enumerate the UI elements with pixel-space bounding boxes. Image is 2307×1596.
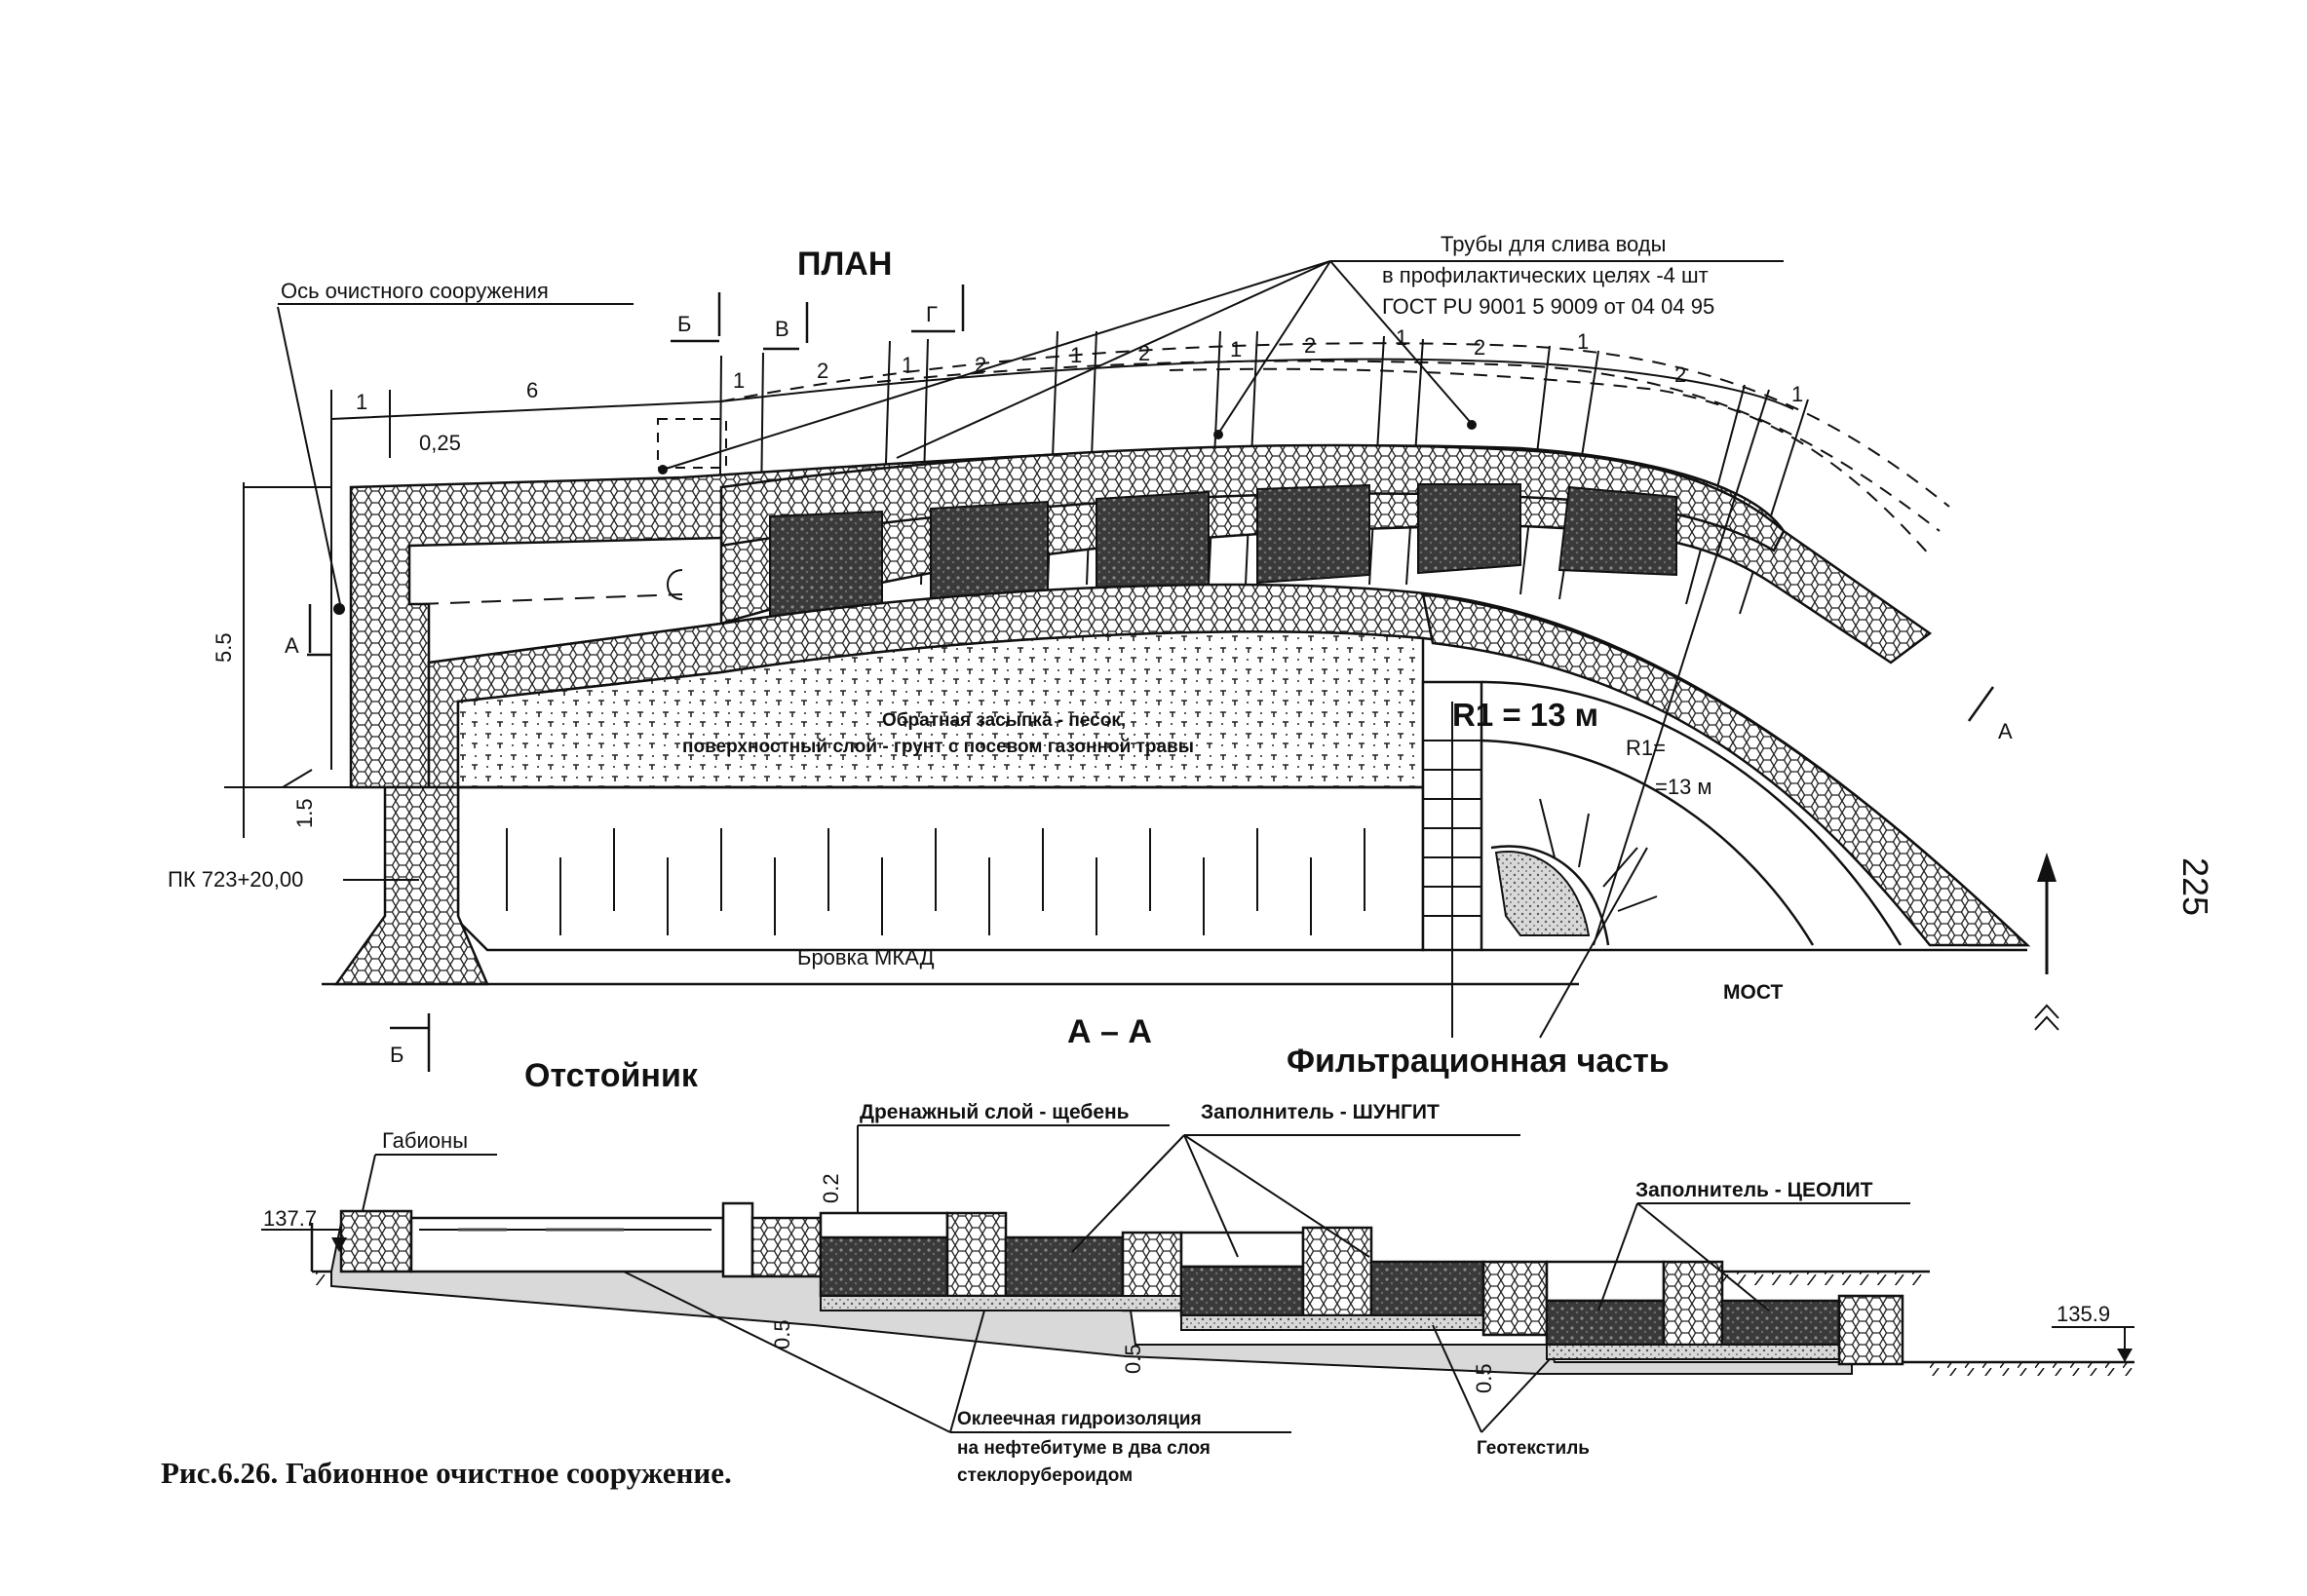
brovka-label: Бровка МКАД (797, 945, 935, 969)
backfill-note-line-1: Обратная засыпка - песок, (882, 710, 1126, 731)
radius-1-label: R1 = 13 м (1452, 697, 1598, 733)
pipes-note-line-3: ГОСТ РU 9001 5 9009 от 04 04 95 (1382, 294, 1714, 319)
section-title: А – А (1067, 1013, 1152, 1050)
dim-5-5: 5.5 (211, 632, 236, 663)
dim-top: 2 (1138, 341, 1150, 365)
level-right: 135.9 (2057, 1302, 2110, 1326)
plan-view: ПЛАН Ось очистного сооружения Трубы для … (168, 232, 2215, 1094)
pk-label: ПК 723+20,00 (168, 867, 303, 892)
gabions-label: Габионы (382, 1128, 468, 1153)
dim-top: 1 (1396, 325, 1407, 350)
dim-top: 2 (1474, 335, 1485, 360)
level-left: 137.7 (263, 1206, 317, 1231)
settler-label: Отстойник (524, 1057, 699, 1094)
backfill-note-line-2: поверхностный слой - грунт с посевом газ… (682, 737, 1194, 757)
zeolite-label: Заполнитель - ЦЕОЛИТ (1635, 1179, 1873, 1201)
waterproof-line-1: Оклеечная гидроизоляция (957, 1409, 1202, 1429)
dim-0-5-c: 0.5 (1472, 1363, 1496, 1393)
drainage-label: Дренажный слой - щебень (860, 1101, 1130, 1123)
figure-caption: Рис.6.26. Габионное очистное сооружение. (161, 1456, 732, 1490)
shungite-label: Заполнитель - ШУНГИТ (1201, 1101, 1440, 1123)
dim-top: 2 (1304, 333, 1316, 358)
dim-top: 1 (356, 390, 367, 414)
dim-0-2: 0.2 (819, 1173, 843, 1203)
section-mark-b-bottom: Б (390, 1043, 404, 1067)
top-dimensions: 1 6 1 2 1 2 1 2 1 2 1 2 1 2 1 (356, 325, 1803, 414)
dim-top: 6 (526, 378, 538, 402)
axis-label: Ось очистного сооружения (281, 279, 549, 303)
dim-top: 1 (1070, 343, 1082, 367)
dim-0-5-a: 0.5 (770, 1319, 794, 1349)
dim-top: 1 (1577, 329, 1589, 354)
waterproof-line-2: на нефтебитуме в два слоя (957, 1438, 1211, 1459)
backfill-area (456, 630, 1425, 789)
dim-top: 2 (817, 359, 828, 383)
filter-cells (769, 483, 1677, 626)
page-number: 225 (2175, 857, 2215, 916)
dim-top: 1 (733, 368, 745, 393)
section-mark-a-left: А (285, 633, 299, 658)
plan-title: ПЛАН (797, 246, 892, 283)
geotextile-label: Геотекстиль (1477, 1438, 1590, 1459)
radius-2-label-b: =13 м (1655, 775, 1712, 799)
section-mark-a-right: А (1998, 719, 2013, 743)
filter-part-label: Фильтрационная часть (1287, 1043, 1670, 1080)
section-mark-g: Г (926, 302, 938, 326)
dim-top: 2 (975, 353, 986, 377)
dim-0-5-b: 0.5 (1121, 1344, 1145, 1374)
dim-top: 1 (902, 353, 913, 377)
waterproof-line-3: стеклорубероидом (957, 1465, 1133, 1486)
dim-top: 1 (1791, 382, 1803, 406)
dim-0-25: 0,25 (419, 431, 461, 455)
section-mark-b: Б (677, 312, 691, 336)
bridge-label: МОСТ (1723, 981, 1783, 1004)
pipes-note-line-1: Трубы для слива воды (1441, 232, 1666, 256)
section-mark-v: В (775, 317, 789, 341)
road-ticks (506, 828, 1365, 935)
pipes-note-line-2: в профилактических целях -4 шт (1382, 263, 1709, 287)
dim-top: 1 (1230, 337, 1242, 361)
radius-2-label-a: R1= (1626, 736, 1666, 760)
section-view: А – А (261, 1013, 2134, 1486)
dim-1-5: 1.5 (292, 798, 317, 828)
dim-top: 2 (1674, 362, 1686, 387)
